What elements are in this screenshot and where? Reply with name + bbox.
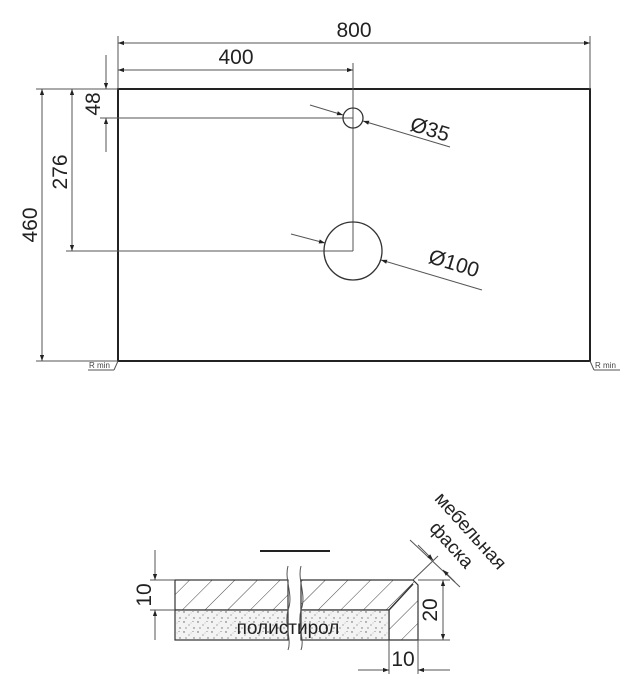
top-layer-left [174, 579, 289, 611]
core-right [300, 609, 390, 641]
dimension-48: 48 [82, 92, 105, 115]
dimension-top-layer-10: 10 [133, 583, 156, 606]
dimension-edge-width-10: 10 [391, 648, 414, 671]
countertop-outline [117, 88, 591, 362]
leader-100-right [380, 259, 483, 291]
diameter-35: Ø35 [408, 113, 453, 147]
leader-100-left [290, 233, 326, 244]
small-hole [342, 107, 364, 129]
plan-view: 800 400 460 276 48 Ø35 Ø100 R min R min [19, 19, 620, 371]
core-left [174, 609, 289, 641]
corner-note-right: R min [595, 361, 616, 370]
section-view: полистирол 10 20 10 мебельная фаска [133, 488, 510, 674]
dimension-800: 800 [336, 19, 371, 42]
dimension-276: 276 [49, 154, 72, 189]
leader-35-left [309, 104, 344, 116]
dimension-edge-height-20: 20 [419, 598, 442, 621]
large-hole [323, 221, 383, 281]
break-line-left [286, 565, 291, 651]
dimension-460: 460 [19, 207, 42, 242]
leader-35-right [362, 120, 451, 148]
break-line-right [299, 565, 304, 651]
diameter-100: Ø100 [426, 245, 482, 282]
core-material-label: полистирол [237, 618, 340, 639]
corner-note-left: R min [89, 361, 110, 370]
dimension-400: 400 [218, 46, 253, 69]
